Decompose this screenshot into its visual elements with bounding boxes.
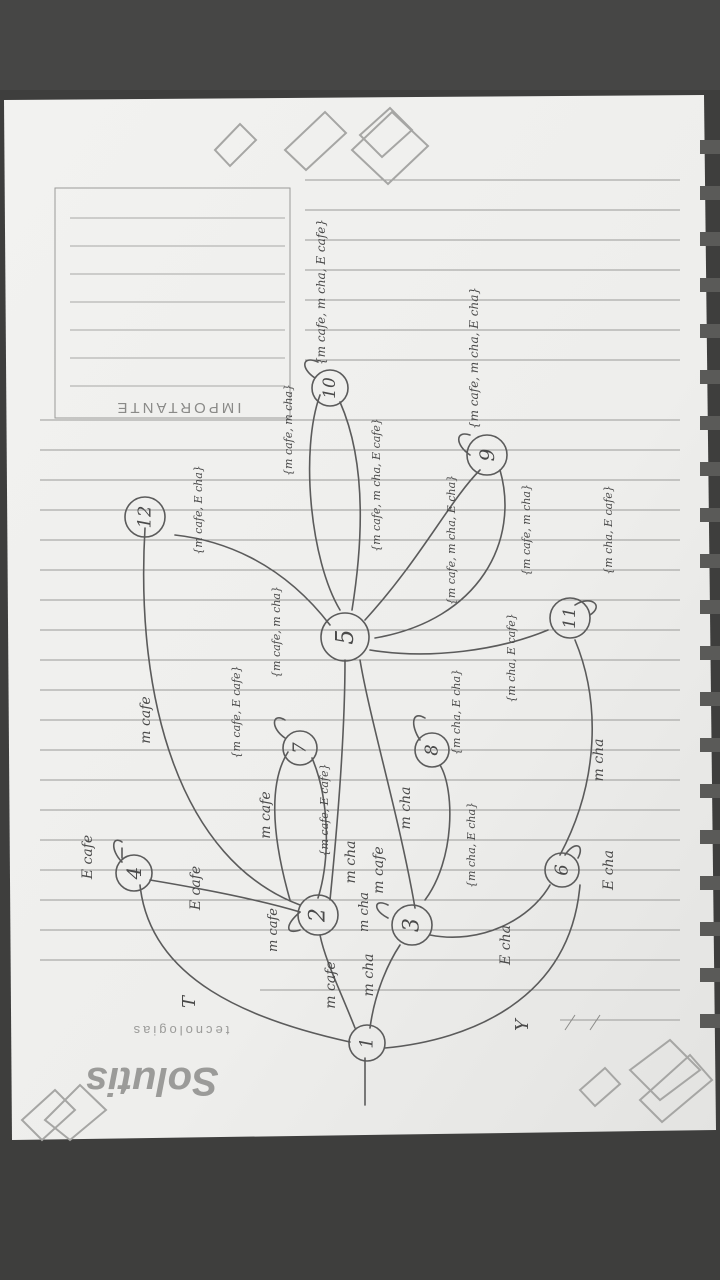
- set-label: {m cafe, m cha, E cafe}: [370, 418, 383, 552]
- importante-label: IMPORTANTE: [115, 399, 242, 416]
- state-label: 1: [357, 1037, 378, 1048]
- edge-9-5: [374, 469, 506, 639]
- set-label: {m cha, E cha}: [450, 669, 463, 755]
- state-diagram: 1 2 3 4 5 6 7 8: [80, 219, 617, 1106]
- loop-6: [564, 845, 582, 859]
- loop-7: [273, 717, 286, 739]
- brand-mark: Solutis tecnologias: [85, 1023, 229, 1103]
- edge-label: m cha: [343, 841, 359, 884]
- edge-label: Y: [512, 1017, 533, 1031]
- set-label: {m cha, E cafe}: [505, 613, 518, 703]
- loop-11: [574, 600, 597, 616]
- edge-label: m cha: [591, 739, 607, 782]
- edge-5-11: [369, 629, 549, 655]
- edge-7-2: [311, 757, 328, 899]
- ruled-lines: [40, 179, 680, 1021]
- set-label: {m cafe, m cha, E cafe}: [314, 219, 328, 365]
- edge-5-10: [308, 394, 341, 611]
- state-10: 10: [311, 369, 349, 407]
- loop-4: [112, 839, 123, 863]
- brand-subtitle: tecnologias: [131, 1023, 230, 1038]
- state-6: 6: [544, 852, 580, 888]
- edge-label: m cafe: [323, 961, 339, 1008]
- spiral-holes: [700, 140, 720, 1028]
- edge-2-7: [273, 751, 291, 901]
- edge-label: E cha: [498, 925, 514, 966]
- importante-box: IMPORTANTE: [54, 187, 291, 419]
- set-label: {m cafe, m cha}: [520, 484, 533, 576]
- corner-logo-shapes: [20, 106, 714, 1142]
- state-label: 9: [475, 448, 499, 461]
- state-8: 8: [414, 732, 450, 768]
- state-11: 11: [549, 597, 591, 639]
- state-label: 12: [135, 506, 156, 529]
- edge-2-5: [329, 659, 346, 901]
- edge-label: m cafe: [266, 908, 281, 952]
- edge-label: m cha: [361, 954, 377, 997]
- set-label: {m cha, E cha}: [465, 802, 478, 888]
- edge-label: m cha: [398, 787, 414, 830]
- state-7: 7: [282, 730, 318, 766]
- edge-5-9: [364, 469, 481, 621]
- set-label: {m cafe, E cha}: [192, 465, 205, 555]
- state-label: 3: [400, 918, 425, 932]
- state-label: 5: [331, 629, 359, 644]
- state-label: 8: [422, 744, 443, 755]
- edge-6-11: [559, 639, 594, 856]
- loop-3: [375, 902, 389, 919]
- state-label: 10: [320, 377, 340, 399]
- set-label: {m cafe, E cafe}: [318, 763, 331, 856]
- edge-label: E cafe: [80, 835, 96, 880]
- state-4: 4: [115, 854, 153, 892]
- set-label: {m cha, E cafe}: [602, 485, 615, 575]
- edge-4-2: [149, 879, 301, 913]
- edge-10-5: [339, 401, 362, 611]
- set-label: {m cafe, E cafe}: [230, 665, 243, 758]
- state-12: 12: [124, 496, 166, 538]
- edge-12-2: [142, 527, 301, 906]
- date-marks: [564, 1014, 601, 1031]
- state-label: 4: [122, 867, 146, 881]
- state-3: 3: [391, 904, 433, 946]
- set-label: {m cafe, m cha, E cha}: [445, 475, 458, 605]
- state-label: 7: [290, 742, 311, 754]
- edge-3-6: [429, 884, 551, 939]
- state-1: 1: [348, 1024, 386, 1062]
- edge-label: E cha: [601, 850, 617, 891]
- edge-label: m cafe: [371, 846, 387, 893]
- edge-3-5: [359, 659, 416, 909]
- edge-1-2: [319, 934, 356, 1029]
- set-label: {m cafe, m cha}: [282, 384, 295, 476]
- edge-5-12: [174, 534, 331, 626]
- edge-3-8: [424, 764, 451, 901]
- state-label: 2: [306, 908, 331, 923]
- edge-1-4: [139, 884, 351, 1043]
- loop-2: [287, 911, 301, 932]
- edge-label: m cafe: [138, 696, 154, 743]
- loop-10: [304, 359, 319, 379]
- edge-label: m cafe: [258, 791, 274, 838]
- state-5: 5: [320, 612, 370, 662]
- state-2: 2: [297, 894, 339, 936]
- edge-label: T: [179, 994, 200, 1008]
- set-label: {m cafe, m cha, E cha}: [467, 287, 481, 429]
- state-label: 6: [552, 864, 573, 875]
- loop-8: [412, 715, 426, 741]
- state-label: 11: [560, 607, 580, 629]
- edge-1-6: [384, 884, 581, 1049]
- edge-label: m cha: [357, 892, 372, 932]
- edge-label: E cafe: [188, 866, 204, 911]
- set-label: {m cafe, m cha}: [270, 586, 283, 678]
- edge-1-3: [369, 944, 401, 1029]
- state-9: 9: [466, 434, 508, 476]
- brand-name: Solutis: [85, 1059, 218, 1103]
